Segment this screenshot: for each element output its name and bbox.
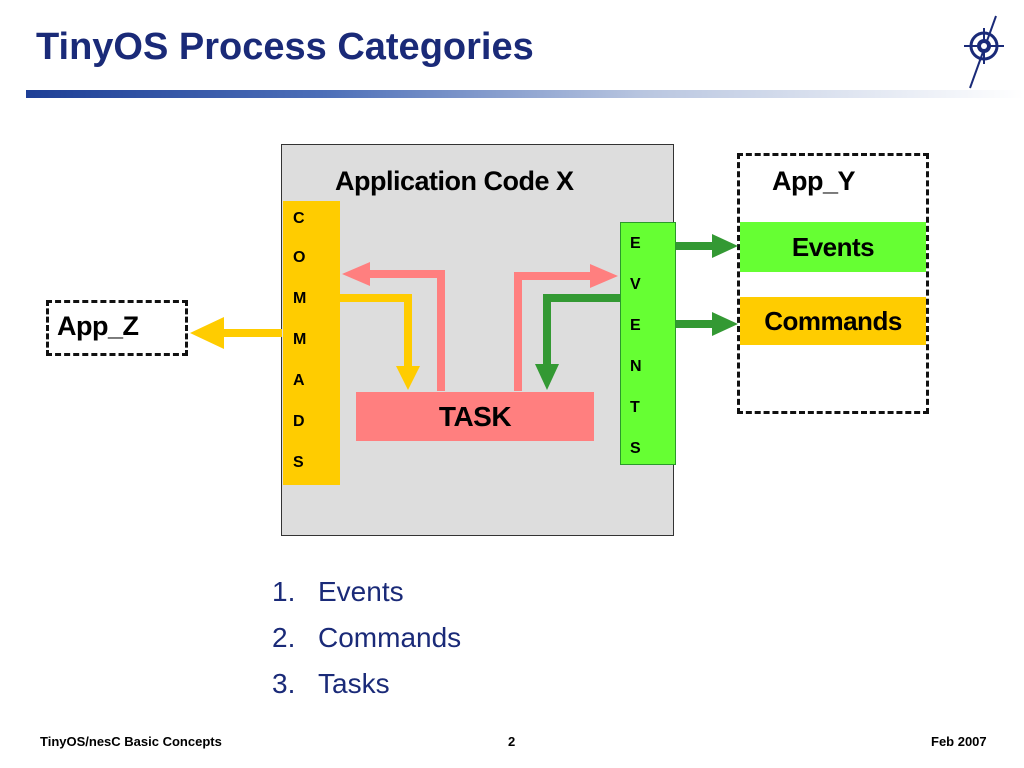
events-letter: E <box>630 317 641 334</box>
list-item-text: Commands <box>318 622 462 653</box>
events-letter: V <box>630 276 641 293</box>
events-letter: N <box>630 358 642 375</box>
arrow-commands-to-app-z <box>190 317 282 349</box>
events-letter: T <box>630 399 640 416</box>
arrow-events-to-app-y-events <box>676 234 738 258</box>
commands-letter: C <box>293 210 305 227</box>
commands-letter: S <box>293 454 304 471</box>
list-item-number: 3. <box>272 668 296 699</box>
list-item-text: Events <box>318 576 404 607</box>
arrow-events-to-app-y-commands <box>676 312 738 336</box>
commands-letter: M <box>293 331 307 348</box>
commands-column: C O M M A D S <box>283 201 340 485</box>
footer-page-number: 2 <box>508 734 516 749</box>
compass-logo-icon <box>964 15 1004 89</box>
slide-title: TinyOS Process Categories <box>36 26 534 68</box>
list-item: 3. Tasks <box>272 664 461 710</box>
task-box: TASK <box>356 392 594 441</box>
list-item-number: 2. <box>272 622 296 653</box>
app-y-events-box: Events <box>740 222 926 272</box>
list-item: 2. Commands <box>272 618 461 664</box>
footer-presentation-title: TinyOS/nesC Basic Concepts <box>40 734 222 749</box>
commands-letter: O <box>293 249 306 266</box>
events-column: E V E N T S <box>620 222 676 465</box>
application-code-x-title: Application Code X <box>335 166 574 196</box>
app-z-label: App_Z <box>57 311 139 341</box>
list-item: 1. Events <box>272 572 461 618</box>
events-letter: S <box>630 440 641 457</box>
app-y-box <box>737 153 929 414</box>
app-z-box <box>46 300 188 356</box>
list-item-text: Tasks <box>318 668 390 699</box>
footer-date: Feb 2007 <box>931 734 987 749</box>
title-underline <box>26 90 1024 98</box>
commands-letter: M <box>293 290 307 307</box>
app-y-commands-box: Commands <box>740 297 926 345</box>
list-item-number: 1. <box>272 576 296 607</box>
app-y-label: App_Y <box>772 166 856 196</box>
commands-letter: D <box>293 413 305 430</box>
events-letter: E <box>630 235 641 252</box>
category-list: 1. Events 2. Commands 3. Tasks <box>272 572 461 710</box>
commands-letter: A <box>293 372 305 389</box>
